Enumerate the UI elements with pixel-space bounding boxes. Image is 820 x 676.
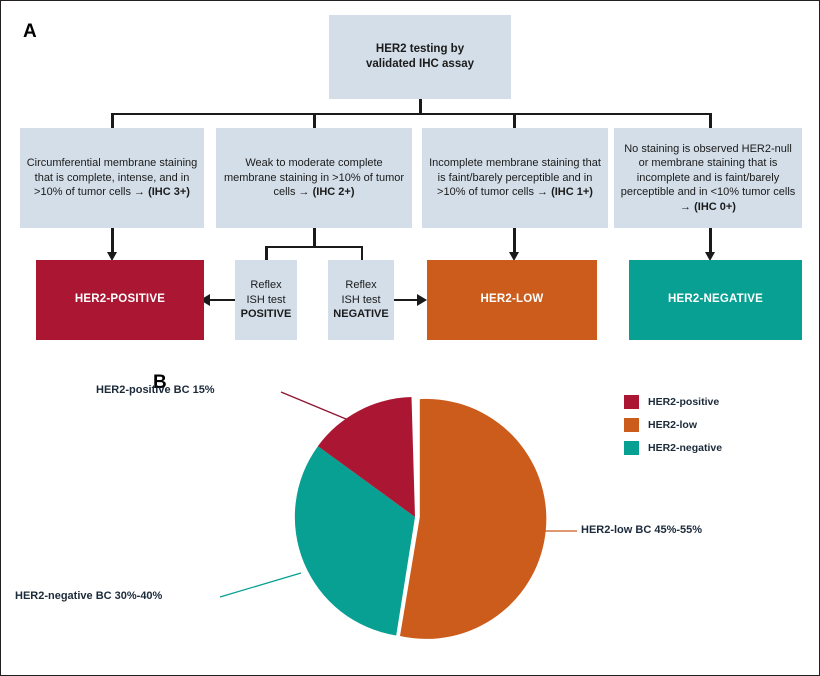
legend-label-her2-positive: HER2-positive — [648, 396, 720, 408]
connector-ihc2-fork-bar — [265, 245, 363, 248]
callout-label-her2-positive: HER2-positive BC 15% — [96, 384, 215, 396]
connector-ihc2-fork-right — [360, 245, 363, 261]
callout-label-her2-low: HER2-low BC 45%-55% — [581, 524, 703, 536]
node-her2-testing-root: HER2 testing by validated IHC assay — [329, 15, 511, 99]
node-result-her2-low-label: HER2-LOW — [480, 293, 544, 306]
node-result-her2-positive: HER2-POSITIVE — [36, 260, 204, 340]
node-criteria-ihc3-text: Circumferential membrane staining that i… — [26, 157, 198, 199]
connector-drop-ihc1 — [513, 112, 516, 129]
legend-swatch-her2-positive-icon — [624, 395, 639, 409]
node-reflex-ish-negative: Reflex ISH test NEGATIVE — [328, 260, 394, 340]
callout-label-her2-negative: HER2-negative BC 30%-40% — [15, 590, 163, 602]
legend-swatch-her2-negative-icon — [624, 441, 639, 455]
arrowhead-ihc3-to-positive — [106, 252, 117, 261]
node-result-her2-negative-label: HER2-NEGATIVE — [667, 293, 764, 306]
arrowhead-reflex-negative-to-result — [417, 293, 427, 306]
arrowhead-ihc1-to-low — [508, 252, 519, 261]
node-criteria-ihc1-text: Incomplete membrane staining that is fai… — [429, 157, 601, 199]
legend-item-her2-positive[interactable]: HER2-positive — [624, 395, 719, 409]
panel-a-letter: A — [23, 21, 37, 42]
node-result-her2-negative: HER2-NEGATIVE — [629, 260, 802, 340]
connector-root-trunk — [419, 99, 422, 114]
legend-item-her2-negative[interactable]: HER2-negative — [624, 441, 722, 455]
node-criteria-ihc0: No staining is observed HER2-null or mem… — [614, 128, 802, 228]
legend-label-her2-negative: HER2-negative — [648, 442, 723, 454]
node-reflex-ish-positive-text: Reflex ISH test POSITIVE — [240, 279, 292, 321]
node-criteria-ihc3: Circumferential membrane staining that i… — [20, 128, 204, 228]
connector-ihc2-stem — [313, 228, 316, 246]
legend-item-her2-low[interactable]: HER2-low — [624, 418, 697, 432]
pie-chart-svg — [219, 391, 577, 639]
node-criteria-ihc2: Weak to moderate complete membrane stain… — [216, 128, 412, 228]
node-criteria-ihc2-text: Weak to moderate complete membrane stain… — [223, 157, 405, 199]
pie-slice-her2-positive[interactable] — [317, 397, 415, 517]
pie-chart-area: HER2-positive BC 15% HER2-negative BC 30… — [1, 361, 819, 675]
legend-swatch-her2-low-icon — [624, 418, 639, 432]
leader-line-her2-positive — [280, 391, 347, 420]
connector-reflex-negative-to-result — [394, 298, 418, 302]
node-result-her2-low: HER2-LOW — [427, 260, 597, 340]
connector-drop-ihc0 — [709, 112, 712, 129]
arrowhead-ihc0-to-negative — [704, 252, 715, 261]
arrowhead-reflex-positive-to-result — [200, 293, 210, 306]
node-reflex-ish-positive: Reflex ISH test POSITIVE — [235, 260, 297, 340]
connector-ihc2-fork-left — [265, 245, 268, 261]
connector-drop-ihc2 — [313, 112, 316, 129]
connector-reflex-positive-to-result — [209, 298, 235, 302]
leader-line-her2-negative — [219, 572, 302, 598]
connector-ihc1-to-low — [513, 228, 516, 254]
pie-slice-her2-low[interactable] — [400, 398, 547, 639]
connector-horizontal-bus — [112, 112, 711, 115]
connector-ihc3-to-positive — [111, 228, 114, 254]
connector-drop-ihc3 — [111, 112, 114, 129]
node-criteria-ihc1: Incomplete membrane staining that is fai… — [422, 128, 608, 228]
legend-label-her2-low: HER2-low — [648, 419, 698, 431]
connector-ihc0-to-negative — [709, 228, 712, 254]
node-result-her2-positive-label: HER2-POSITIVE — [74, 293, 166, 306]
panel-b-letter: B — [153, 372, 167, 393]
node-reflex-ish-negative-text: Reflex ISH test NEGATIVE — [333, 279, 389, 321]
node-her2-testing-root-label: HER2 testing by validated IHC assay — [365, 42, 475, 70]
pie-slice-her2-negative[interactable] — [294, 446, 415, 636]
node-criteria-ihc0-text: No staining is observed HER2-null or mem… — [620, 142, 796, 213]
